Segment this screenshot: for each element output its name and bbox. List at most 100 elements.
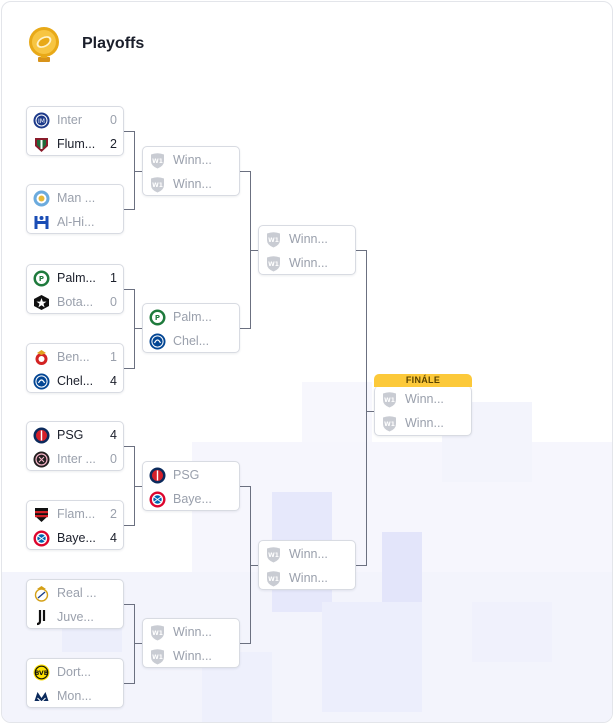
team-row[interactable]: Bota...0 bbox=[27, 290, 123, 314]
team-row[interactable]: Inter ... 0 bbox=[27, 447, 123, 471]
team-row[interactable]: W1 Winn... bbox=[375, 411, 471, 435]
team-name: Winn... bbox=[289, 256, 328, 270]
team-name: Palm... bbox=[173, 310, 212, 324]
team-name: Mon... bbox=[57, 689, 92, 703]
team-row[interactable]: P Palm... 1 bbox=[27, 266, 123, 290]
svg-text:W1: W1 bbox=[152, 654, 163, 661]
team-name: Winn... bbox=[405, 416, 444, 430]
chelsea-logo bbox=[33, 373, 50, 389]
team-score: 4 bbox=[110, 374, 117, 388]
team-row[interactable]: Real ... bbox=[27, 581, 123, 605]
team-score: 4 bbox=[110, 531, 117, 545]
team-name: Man ... bbox=[57, 191, 96, 205]
match-card[interactable]: Real ... Juve... bbox=[26, 579, 124, 629]
flamengo-logo bbox=[35, 507, 48, 522]
team-row[interactable]: Mon... bbox=[27, 684, 123, 708]
team-row[interactable]: W1 Winn... bbox=[143, 644, 239, 668]
team-score: 2 bbox=[110, 507, 117, 521]
connector-line bbox=[240, 486, 251, 644]
palmeiras-logo: P bbox=[149, 309, 166, 325]
team-name: Bota... bbox=[57, 295, 94, 309]
team-name: Winn... bbox=[173, 153, 212, 167]
al-hilal-logo bbox=[34, 215, 49, 229]
match-card[interactable]: Man ... Al-Hi... bbox=[26, 184, 124, 234]
juventus-logo bbox=[36, 609, 46, 625]
team-row[interactable]: PSG 4 bbox=[27, 423, 123, 447]
connector-line bbox=[124, 446, 135, 526]
team-row[interactable]: W1 Winn... bbox=[259, 227, 355, 251]
team-row[interactable]: Man ... bbox=[27, 186, 123, 210]
team-score: 0 bbox=[110, 452, 117, 466]
chelsea-logo bbox=[149, 333, 166, 349]
psg-logo bbox=[33, 427, 50, 443]
match-card[interactable]: PSG Baye... bbox=[142, 461, 240, 511]
man-city-logo bbox=[33, 190, 50, 206]
team-name: Chel... bbox=[57, 374, 94, 388]
team-score: 1 bbox=[110, 271, 117, 285]
match-card[interactable]: P Palm... Chel... bbox=[142, 303, 240, 353]
team-row[interactable]: Ben...1 bbox=[27, 345, 123, 369]
team-name: Al-Hi... bbox=[57, 215, 95, 229]
team-row[interactable]: Baye... bbox=[143, 487, 239, 511]
team-row[interactable]: Juve... bbox=[27, 605, 123, 629]
trophy-icon bbox=[29, 27, 59, 62]
svg-text:W1: W1 bbox=[268, 576, 279, 583]
team-name: Inter ... bbox=[57, 452, 96, 466]
team-name: Chel... bbox=[173, 334, 210, 348]
psg-logo bbox=[149, 467, 166, 483]
team-name: PSG bbox=[173, 468, 200, 482]
svg-text:W1: W1 bbox=[152, 158, 163, 165]
team-row[interactable]: Al-Hi... bbox=[27, 210, 123, 234]
svg-text:W1: W1 bbox=[152, 182, 163, 189]
team-row[interactable]: PSG bbox=[143, 463, 239, 487]
connector-line bbox=[124, 604, 135, 684]
team-name: Winn... bbox=[289, 232, 328, 246]
final-label: FINÁLE bbox=[374, 374, 472, 387]
svg-text:W1: W1 bbox=[268, 237, 279, 244]
connector-line bbox=[124, 289, 135, 369]
team-row[interactable]: Flum...2 bbox=[27, 132, 123, 156]
fluminense-logo bbox=[35, 137, 48, 152]
team-name: Winn... bbox=[289, 571, 328, 585]
team-score: 4 bbox=[110, 428, 117, 442]
botafogo-logo bbox=[34, 294, 49, 310]
team-row[interactable]: W1 Winn... bbox=[259, 566, 355, 590]
team-row[interactable]: Chel... bbox=[143, 329, 239, 353]
team-row[interactable]: W1 Winn... bbox=[259, 251, 355, 275]
team-name: PSG bbox=[57, 428, 84, 442]
team-name: Juve... bbox=[57, 610, 94, 624]
connector-line bbox=[240, 171, 251, 329]
benfica-logo bbox=[35, 349, 48, 365]
placeholder-shield-icon: W1 bbox=[383, 415, 396, 431]
team-name: Winn... bbox=[173, 649, 212, 663]
team-row[interactable]: Flam...2 bbox=[27, 502, 123, 526]
team-row[interactable]: P Palm... bbox=[143, 305, 239, 329]
team-row[interactable]: W1 Winn... bbox=[143, 148, 239, 172]
header: Playoffs bbox=[24, 22, 144, 66]
palmeiras-logo: P bbox=[33, 270, 50, 286]
team-name: Palm... bbox=[57, 271, 96, 285]
team-row[interactable]: Baye... 4 bbox=[27, 526, 123, 550]
placeholder-shield-icon: W1 bbox=[267, 255, 280, 271]
dortmund-logo: BVB bbox=[33, 664, 50, 680]
connector-line bbox=[124, 131, 135, 210]
team-name: Baye... bbox=[57, 531, 96, 545]
team-row[interactable]: Chel... 4 bbox=[27, 369, 123, 393]
